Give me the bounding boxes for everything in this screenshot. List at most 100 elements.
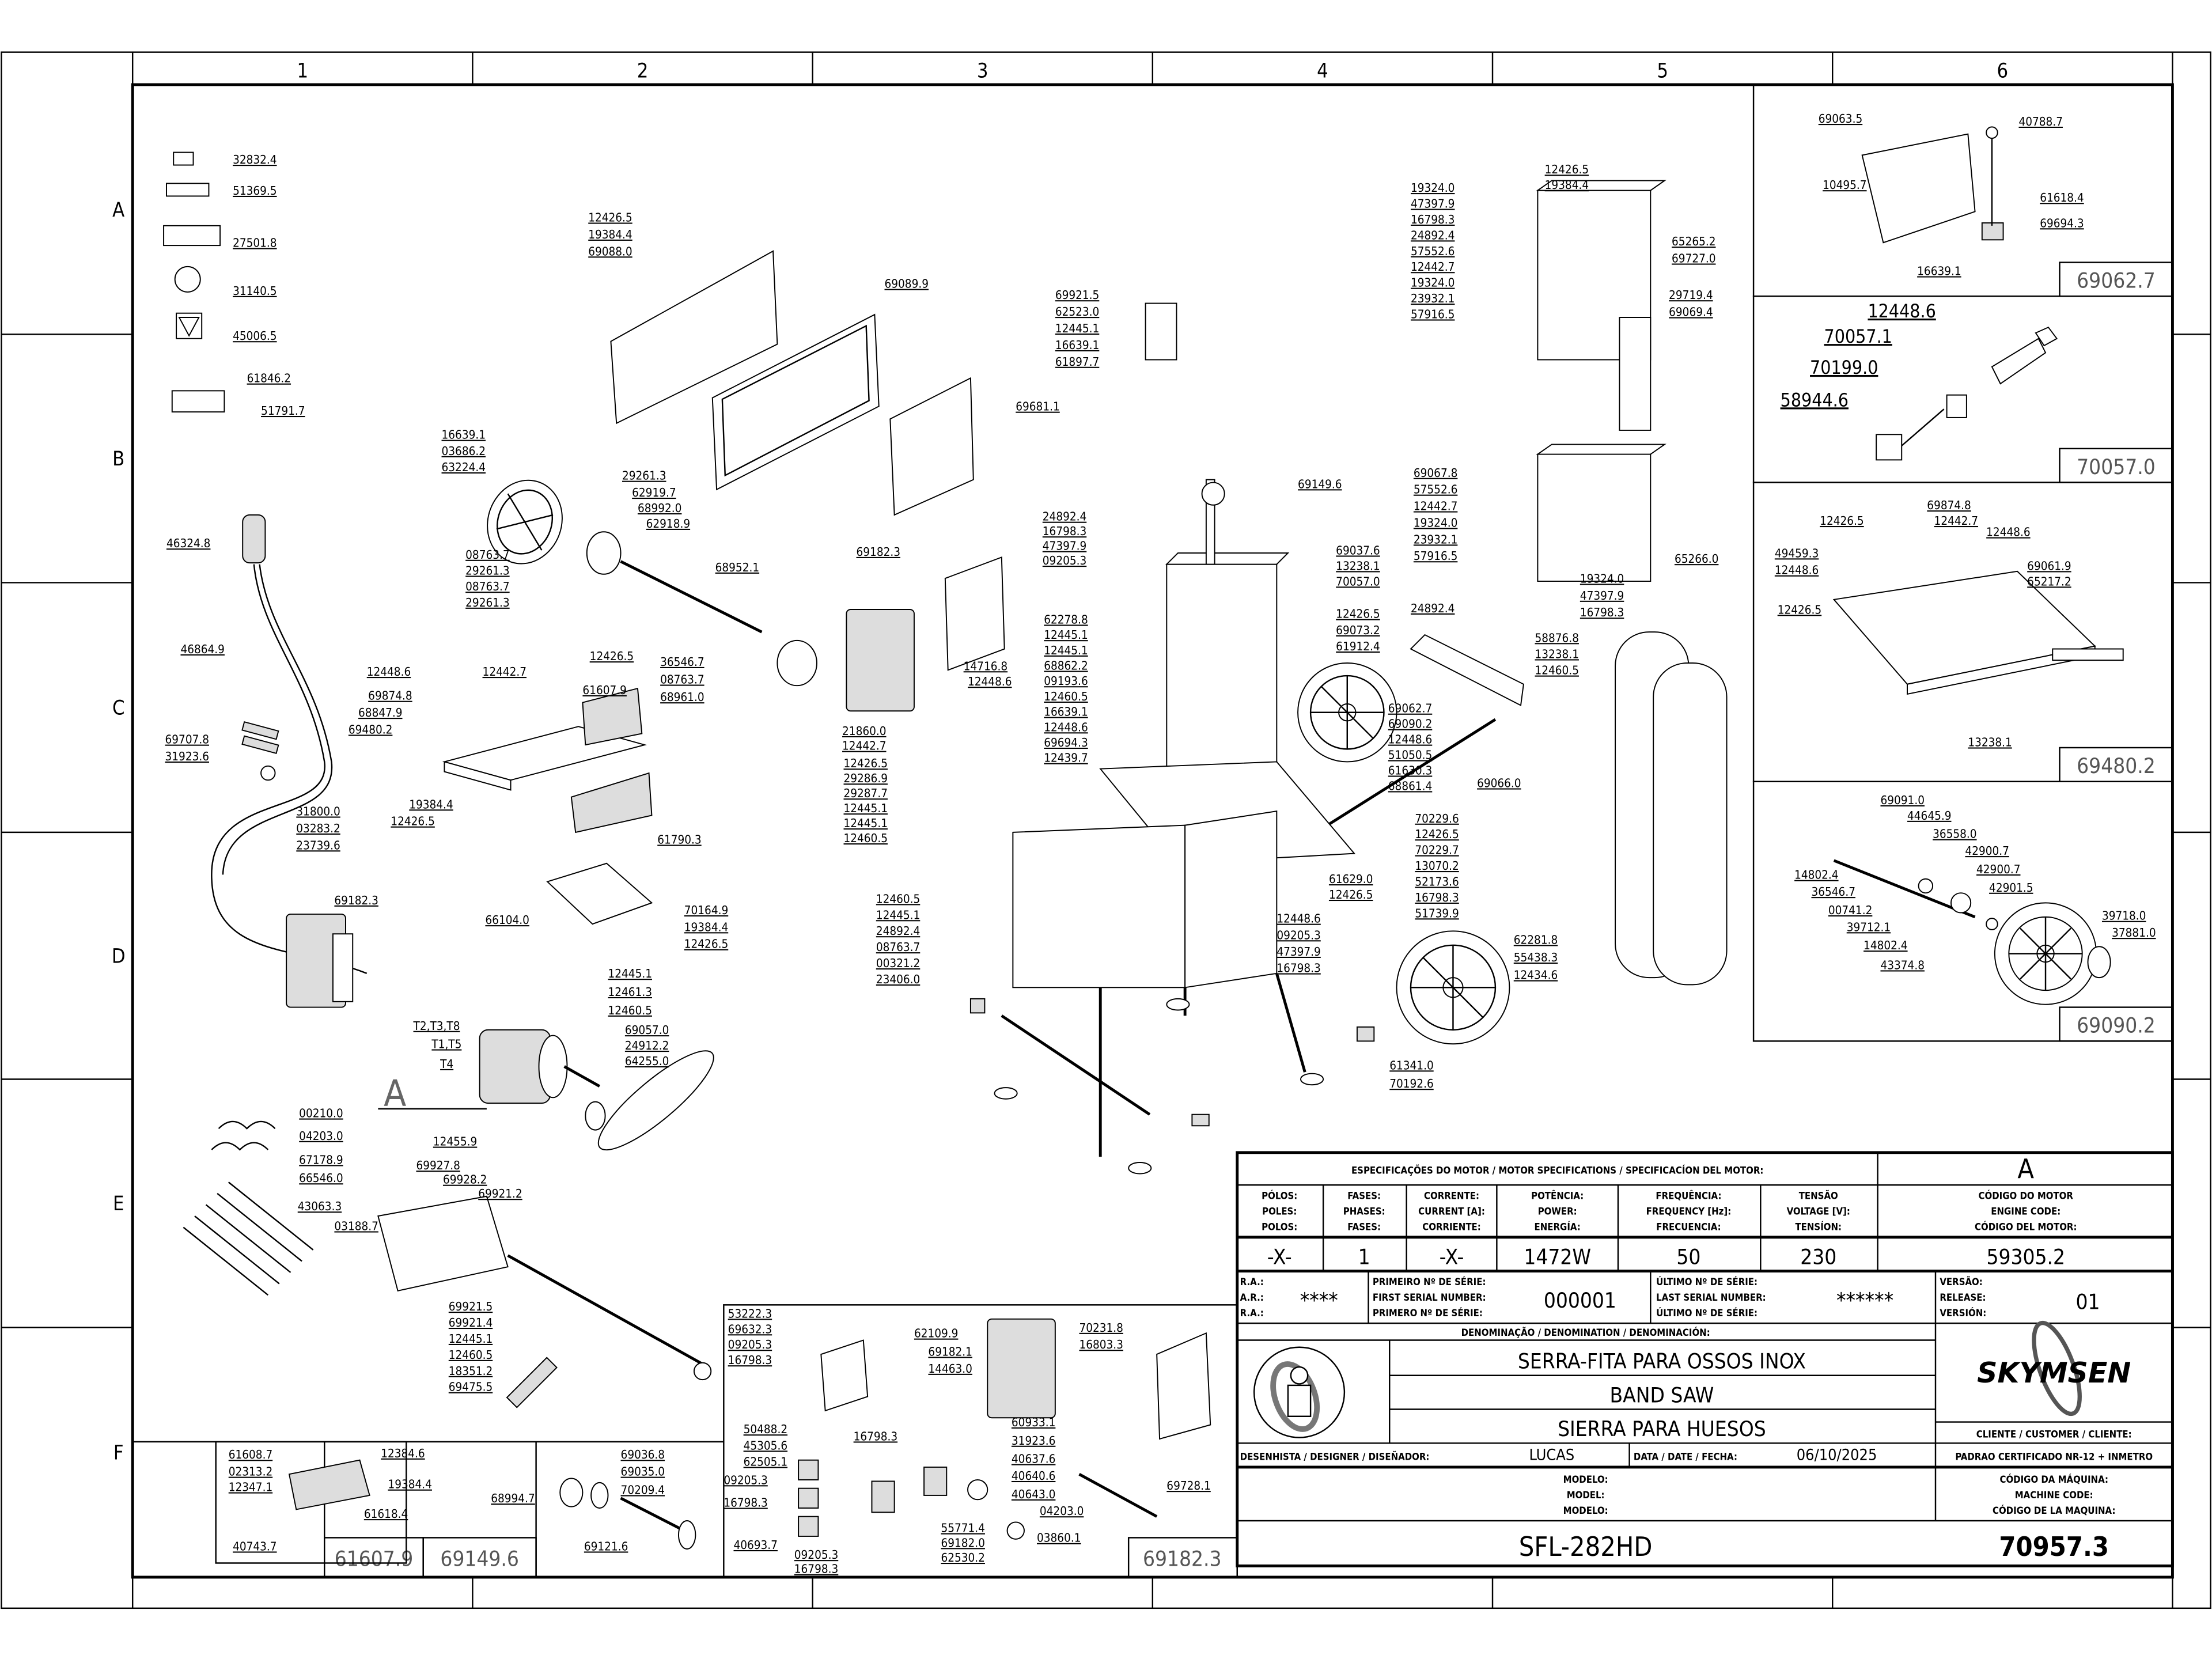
- motor-spec-label: POLOS:: [1262, 1222, 1297, 1233]
- part-number-callout: 12426.5: [588, 210, 632, 224]
- ra-label: A.R.:: [1240, 1292, 1264, 1303]
- motor-spec-value: 230: [1800, 1244, 1836, 1269]
- part-number-callout: 69121.6: [584, 1539, 628, 1553]
- part-number-callout: 14802.4: [1794, 868, 1838, 882]
- part-number-callout: 40693.7: [733, 1538, 777, 1552]
- motor-spec-label: FREQUÊNCIA:: [1656, 1191, 1721, 1202]
- part-number-callout: 53222.3: [728, 1306, 772, 1320]
- part-number-callout: 23406.0: [876, 972, 920, 986]
- part-number-callout: 19384.4: [388, 1478, 431, 1491]
- part-number-callout: 12426.5: [684, 937, 728, 951]
- part-number-callout: 19324.0: [1580, 571, 1624, 585]
- part-number-callout: 02313.2: [229, 1465, 272, 1479]
- part-number-callout: 57552.6: [1411, 244, 1455, 258]
- motor-spec-label: FREQUENCY [Hz]:: [1646, 1206, 1732, 1217]
- part-number-callout: 12448.6: [1277, 912, 1320, 926]
- machine-code-label: MACHINE CODE:: [2015, 1490, 2093, 1501]
- part-number-callout: 70231.8: [1079, 1321, 1123, 1335]
- part-number-callout: 62530.2: [941, 1551, 984, 1565]
- part-number-callout: 69480.2: [349, 722, 392, 736]
- skymsen-logo: SKYMSEN: [1977, 1320, 2131, 1416]
- part-number-callout: 62918.9: [646, 517, 690, 531]
- part-number-callout: 69088.0: [588, 244, 632, 258]
- motor-spec-value: 50: [1676, 1244, 1700, 1269]
- part-number-callout: 69921.5: [1055, 288, 1099, 302]
- part-number-callout: 40643.0: [1012, 1487, 1055, 1501]
- ra-label: R.A.:: [1240, 1308, 1264, 1319]
- part-number-callout: 21860.0: [842, 724, 886, 738]
- motor-spec-label: CÓDIGO DEL MOTOR:: [1975, 1222, 2077, 1233]
- part-number-callout: 12426.5: [1336, 607, 1380, 621]
- part-number-callout: 19384.4: [588, 228, 632, 241]
- part-number-callout: 47397.9: [1043, 539, 1086, 553]
- part-number-callout: 12448.6: [1986, 525, 2030, 539]
- part-number-callout: 03188.7: [334, 1219, 378, 1233]
- last-serial-label: ÚLTIMO Nº DE SÉRIE:: [1656, 1308, 1758, 1319]
- panel-label: 69149.6: [440, 1546, 519, 1571]
- part-number-callout: 12347.1: [229, 1480, 272, 1494]
- part-number-callout: 52173.6: [1415, 874, 1459, 888]
- part-number-callout: 23932.1: [1414, 532, 1457, 546]
- motor-spec-value: 1: [1358, 1244, 1370, 1269]
- part-number-callout: 68992.0: [638, 501, 681, 515]
- grid-column-label: 4: [1317, 60, 1328, 83]
- panel-label: 69182.3: [1143, 1546, 1222, 1571]
- part-number-callout: 16798.3: [1277, 961, 1320, 975]
- part-number-callout: 14716.8: [964, 659, 1007, 673]
- part-number-callout: 12460.5: [876, 892, 920, 906]
- part-number-callout: 09205.3: [724, 1473, 767, 1487]
- part-number-callout: 65217.2: [2027, 574, 2071, 588]
- grid-row-label: A: [112, 199, 124, 222]
- part-number-callout: 61912.4: [1336, 639, 1380, 653]
- part-number-callout: 69681.1: [1016, 400, 1059, 414]
- part-number-callout: 18351.2: [449, 1364, 493, 1378]
- part-number-callout: 43374.8: [1880, 958, 1924, 972]
- model-value: SFL-282HD: [1519, 1531, 1653, 1562]
- date-value: 06/10/2025: [1797, 1446, 1877, 1464]
- part-number-callout: 62919.7: [632, 486, 676, 499]
- motor-spec-label: FASES:: [1347, 1222, 1381, 1233]
- part-number-callout: 09193.6: [1044, 674, 1088, 688]
- part-number-callout: 16798.3: [1043, 524, 1086, 538]
- part-number-callout: 46324.8: [166, 536, 210, 550]
- part-number-callout: 16798.3: [1415, 891, 1459, 904]
- part-number-callout: 08763.7: [876, 940, 920, 954]
- left-parts-art: [163, 151, 974, 1408]
- motor-spec-label: POTÊNCIA:: [1531, 1191, 1584, 1202]
- part-number-callout: 70199.0: [1810, 357, 1878, 378]
- part-number-callout: 27501.8: [233, 236, 276, 250]
- part-number-callout: 40743.7: [233, 1539, 276, 1553]
- part-number-callout: 69727.0: [1672, 252, 1715, 266]
- part-number-callout: 12445.1: [1055, 321, 1099, 335]
- part-number-callout: 12448.6: [1044, 720, 1088, 734]
- part-number-callout: 12460.5: [1535, 664, 1578, 677]
- part-number-callout: 39712.1: [1847, 920, 1891, 934]
- part-number-callout: 61897.7: [1055, 355, 1099, 369]
- part-number-callout: 61607.9: [582, 683, 626, 697]
- part-number-callout: 49459.3: [1775, 546, 1819, 560]
- part-number-callout: 69182.3: [857, 545, 900, 559]
- grid-column-label: 6: [1997, 60, 2009, 83]
- part-number-callout: 14802.4: [1863, 938, 1907, 952]
- part-number-callout: 69728.1: [1166, 1479, 1210, 1493]
- part-number-callout: 69921.5: [449, 1300, 493, 1313]
- part-number-callout: 70164.9: [684, 903, 728, 917]
- part-number-callout: 09205.3: [728, 1338, 772, 1351]
- part-number-callout: 12442.7: [1414, 499, 1457, 513]
- part-number-callout: 29261.3: [622, 469, 666, 483]
- part-number-callout: 68847.9: [358, 706, 402, 719]
- part-number-callout: 32832.4: [233, 153, 276, 166]
- part-number-callout: 69632.3: [728, 1322, 772, 1336]
- part-number-callout: 08763.7: [465, 579, 509, 593]
- part-number-callout: 19324.0: [1414, 516, 1457, 529]
- date-label: DATA / DATE / FECHA:: [1634, 1452, 1737, 1463]
- motor-spec-value: -X-: [1440, 1244, 1464, 1269]
- part-number-callout: 00210.0: [299, 1107, 343, 1120]
- part-number-callout: 42900.7: [1965, 844, 2009, 858]
- part-number-callout: 29261.3: [465, 596, 509, 609]
- part-number-callout: 51791.7: [261, 404, 305, 418]
- part-number-callout: 62109.9: [914, 1327, 958, 1340]
- part-number-callout: 61618.4: [2040, 191, 2084, 204]
- part-number-callout: 00741.2: [1828, 903, 1872, 917]
